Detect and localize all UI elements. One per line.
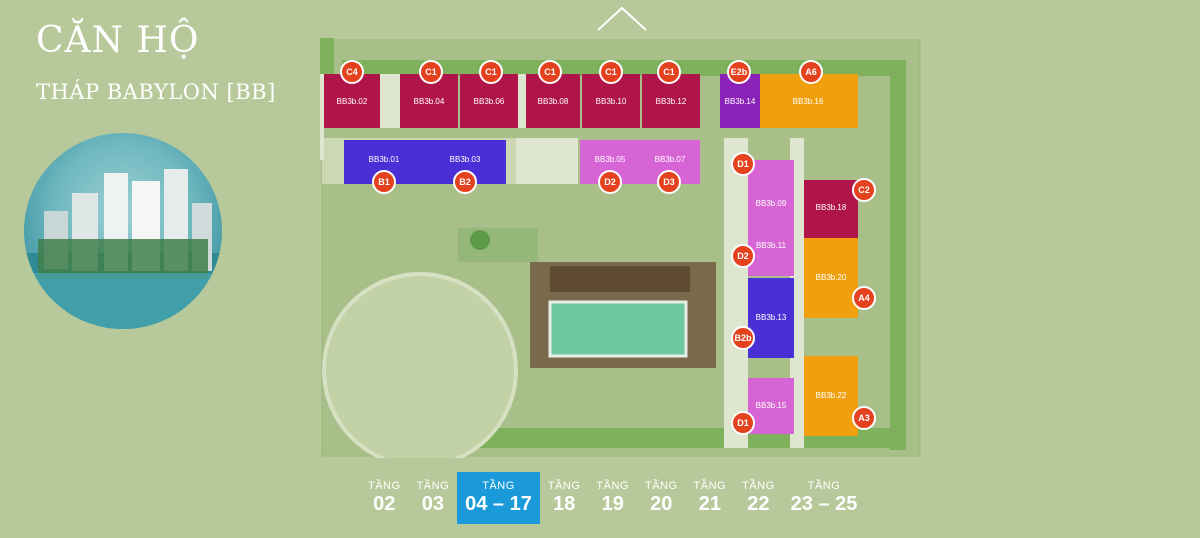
badge-C1[interactable]: C1 — [599, 60, 623, 84]
svg-text:D2: D2 — [737, 251, 749, 261]
unit-BB3b.22[interactable]: BB3b.22 — [804, 356, 858, 436]
up-arrow-icon[interactable] — [596, 6, 648, 32]
svg-text:C1: C1 — [544, 67, 556, 77]
unit-BB3b.11[interactable]: BB3b.11 — [748, 218, 794, 276]
badge-B1[interactable]: B1 — [372, 170, 396, 194]
badge-D3[interactable]: D3 — [657, 170, 681, 194]
svg-text:BB3b.18: BB3b.18 — [816, 203, 847, 212]
badge-C1[interactable]: C1 — [419, 60, 443, 84]
tower-name: THÁP BABYLON [BB] — [36, 80, 276, 104]
badge-A3[interactable]: A3 — [852, 406, 876, 430]
svg-text:A4: A4 — [858, 293, 870, 303]
svg-text:A6: A6 — [805, 67, 817, 77]
svg-text:A3: A3 — [858, 413, 870, 423]
svg-text:BB3b.03: BB3b.03 — [450, 155, 481, 164]
badge-C4[interactable]: C4 — [340, 60, 364, 84]
unit-BB3b.18[interactable]: BB3b.18 — [804, 180, 858, 238]
svg-text:BB3b.22: BB3b.22 — [816, 391, 847, 400]
badge-D2[interactable]: D2 — [731, 244, 755, 268]
svg-text:C1: C1 — [485, 67, 497, 77]
badge-D1[interactable]: D1 — [731, 411, 755, 435]
badge-E2b[interactable]: E2b — [727, 60, 751, 84]
badge-C1[interactable]: C1 — [538, 60, 562, 84]
unit-BB3b.09[interactable]: BB3b.09 — [748, 160, 794, 218]
badge-D1[interactable]: D1 — [731, 152, 755, 176]
unit-BB3b.13[interactable]: BB3b.13 — [748, 278, 794, 358]
svg-text:B1: B1 — [378, 177, 390, 187]
svg-text:D2: D2 — [604, 177, 616, 187]
svg-text:C1: C1 — [663, 67, 675, 77]
svg-text:BB3b.11: BB3b.11 — [756, 241, 787, 250]
badge-C2[interactable]: C2 — [852, 178, 876, 202]
svg-text:BB3b.01: BB3b.01 — [369, 155, 400, 164]
unit-BB3b.15[interactable]: BB3b.15 — [748, 378, 794, 434]
svg-text:C1: C1 — [605, 67, 617, 77]
svg-text:BB3b.08: BB3b.08 — [538, 97, 569, 106]
unit-BB3b.20[interactable]: BB3b.20 — [804, 238, 858, 318]
svg-text:C4: C4 — [346, 67, 358, 77]
svg-text:BB3b.12: BB3b.12 — [656, 97, 687, 106]
badge-B2[interactable]: B2 — [453, 170, 477, 194]
svg-text:BB3b.20: BB3b.20 — [816, 273, 847, 282]
svg-text:D3: D3 — [663, 177, 675, 187]
badge-D2[interactable]: D2 — [598, 170, 622, 194]
svg-text:C1: C1 — [425, 67, 437, 77]
badge-B2b[interactable]: B2b — [731, 326, 755, 350]
svg-text:BB3b.06: BB3b.06 — [474, 97, 505, 106]
svg-text:BB3b.15: BB3b.15 — [756, 401, 787, 410]
svg-text:BB3b.14: BB3b.14 — [725, 97, 756, 106]
floor-plan: BB3b.02 BB3b.04 BB3b.06 BB3b.08 BB3b.10 … — [320, 38, 930, 468]
svg-text:D1: D1 — [737, 159, 749, 169]
svg-text:BB3b.07: BB3b.07 — [655, 155, 686, 164]
svg-text:D1: D1 — [737, 418, 749, 428]
svg-text:BB3b.10: BB3b.10 — [596, 97, 627, 106]
svg-text:C2: C2 — [858, 185, 870, 195]
page-title: CĂN HỘ — [36, 20, 200, 61]
badge-C1[interactable]: C1 — [479, 60, 503, 84]
svg-text:BB3b.02: BB3b.02 — [337, 97, 368, 106]
svg-text:BB3b.13: BB3b.13 — [756, 313, 787, 322]
badge-C1[interactable]: C1 — [657, 60, 681, 84]
svg-text:BB3b.09: BB3b.09 — [756, 199, 787, 208]
svg-text:E2b: E2b — [731, 67, 748, 77]
svg-text:B2: B2 — [459, 177, 471, 187]
svg-text:BB3b.05: BB3b.05 — [595, 155, 626, 164]
tower-thumbnail[interactable] — [24, 133, 222, 329]
svg-text:BB3b.04: BB3b.04 — [414, 97, 445, 106]
svg-text:B2b: B2b — [734, 333, 752, 343]
svg-text:BB3b.16: BB3b.16 — [793, 97, 824, 106]
badge-A6[interactable]: A6 — [799, 60, 823, 84]
badge-A4[interactable]: A4 — [852, 286, 876, 310]
unit-BB3b.12[interactable]: BB3b.12 — [642, 74, 700, 128]
